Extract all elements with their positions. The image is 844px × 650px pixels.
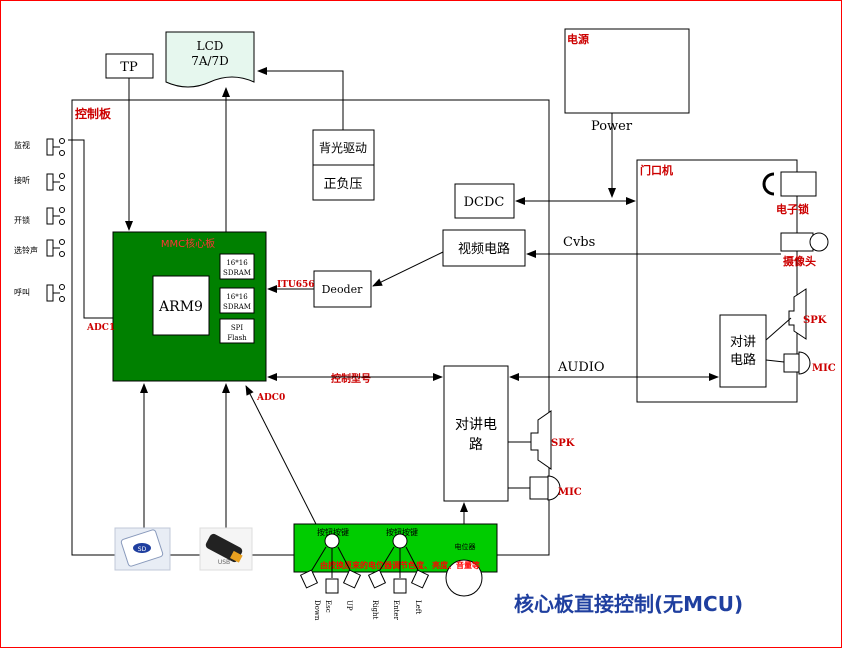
key-down-label: Down	[313, 600, 321, 621]
door-spk-label: SPK	[803, 315, 827, 326]
camera-label: 摄像头	[783, 254, 816, 268]
door-speaker-icon	[788, 288, 807, 340]
tp-box	[105, 53, 154, 79]
power-box-label: 电源	[567, 32, 589, 46]
lock-icon	[762, 172, 775, 196]
intercom-door-box	[719, 314, 767, 388]
electric-lock-label: 电子锁	[776, 202, 809, 216]
left-button-column: 监视 接听 开锁 选铃声 呼叫	[14, 138, 65, 302]
core-board-label: MMC核心板	[161, 237, 215, 250]
backlight-label: 背光驱动	[319, 141, 367, 155]
adc1-label: ADC1	[86, 323, 115, 333]
spi-line1: SPI	[231, 324, 244, 332]
btn-ringtone-label: 选铃声	[14, 245, 38, 255]
key-esc[interactable]: Esc	[324, 548, 339, 613]
spi-line2: Flash	[227, 334, 247, 342]
tp-label: TP	[120, 60, 138, 75]
key-left[interactable]: Left	[405, 546, 430, 614]
intercom-door-line2: 电路	[730, 352, 756, 368]
main-mic-label: MIC	[558, 487, 582, 498]
dcdc-label: DCDC	[464, 195, 505, 210]
key-group2-label: 按钮按键	[386, 527, 418, 537]
potentiometer-knob[interactable]	[445, 559, 483, 597]
sd-card: SD	[114, 527, 171, 571]
btn-monitor-label: 监视	[14, 140, 30, 150]
control-board-label: 控制板	[75, 106, 112, 121]
diagram-title: 核心板直接控制(无MCU)	[514, 592, 743, 616]
sdram1-line1: 16*16	[226, 259, 248, 267]
video-circuit-label: 视频电路	[458, 241, 510, 257]
key-group1-hub	[324, 533, 340, 549]
video-circuit-box	[442, 229, 526, 267]
main-mic-icon	[547, 475, 561, 501]
lock-box	[780, 171, 817, 197]
lcd-line1: LCD	[197, 39, 224, 53]
lcd-line2: 7A/7D	[191, 54, 229, 68]
power-box	[564, 28, 690, 114]
audio-label: AUDIO	[557, 360, 605, 375]
main-spk-label: SPK	[551, 438, 575, 449]
sdram2-line1: 16*16	[226, 293, 248, 301]
button-unlock[interactable]: 开锁	[14, 207, 65, 226]
decoder-label: Deoder	[322, 283, 364, 296]
door-unit-box	[636, 159, 798, 403]
lcd-box	[165, 31, 255, 88]
key-enter-label: Enter	[392, 600, 400, 621]
key-enter[interactable]: Enter	[392, 548, 407, 621]
key-right-label: Right	[371, 600, 379, 619]
sdram1-line2: SDRAM	[223, 269, 251, 277]
sdram2-box	[219, 287, 255, 314]
intercom-main-line1: 对讲电	[455, 417, 497, 433]
btn-call-label: 呼叫	[14, 287, 30, 297]
key-up-label: UP	[345, 600, 353, 611]
sdram2-line2: SDRAM	[223, 303, 251, 311]
door-mic-icon	[798, 351, 811, 375]
control-signal-label: 控制型号	[331, 372, 371, 385]
btn-answer-label: 接听	[14, 175, 30, 185]
sdram1-box	[219, 253, 255, 280]
sd-label: SD	[138, 546, 147, 553]
dcdc-box	[454, 183, 515, 219]
decoder-box	[313, 270, 372, 308]
usb-stick: USB	[199, 527, 253, 571]
intercom-door-line1: 对讲	[730, 335, 756, 350]
voltage-label: 正负压	[323, 177, 362, 192]
btn-unlock-label: 开锁	[14, 215, 30, 225]
door-mic-label: MIC	[812, 363, 836, 374]
intercom-main-line2: 路	[469, 437, 483, 453]
cvbs-label: Cvbs	[563, 235, 595, 250]
potentiometer-label: 电位器	[455, 542, 476, 551]
adc0-label: ADC0	[256, 393, 285, 403]
spi-flash-box	[219, 318, 255, 344]
key-left-label: Left	[414, 600, 422, 614]
camera-icon	[809, 232, 829, 252]
usb-label: USB	[218, 559, 230, 566]
arm9-label: ARM9	[158, 299, 203, 315]
sd-card-icon	[133, 543, 151, 553]
main-speaker-icon	[530, 410, 552, 470]
key-down[interactable]: Down	[299, 546, 327, 621]
camera-body	[780, 232, 814, 252]
intercom-main-box	[443, 365, 509, 502]
key-right[interactable]: Right	[367, 546, 395, 619]
button-monitor[interactable]: 监视	[14, 138, 65, 156]
door-unit-label: 门口机	[640, 163, 673, 177]
button-ringtone[interactable]: 选铃声	[14, 239, 65, 257]
button-answer[interactable]: 接听	[14, 173, 65, 191]
button-call[interactable]: 呼叫	[14, 284, 65, 302]
key-esc-label: Esc	[324, 600, 332, 613]
key-group2-hub	[392, 533, 408, 549]
arm9-box	[152, 275, 210, 336]
key-group1-label: 按钮按键	[317, 527, 349, 537]
key-up[interactable]: UP	[337, 546, 362, 611]
itu656-label: ITU656	[277, 280, 315, 290]
